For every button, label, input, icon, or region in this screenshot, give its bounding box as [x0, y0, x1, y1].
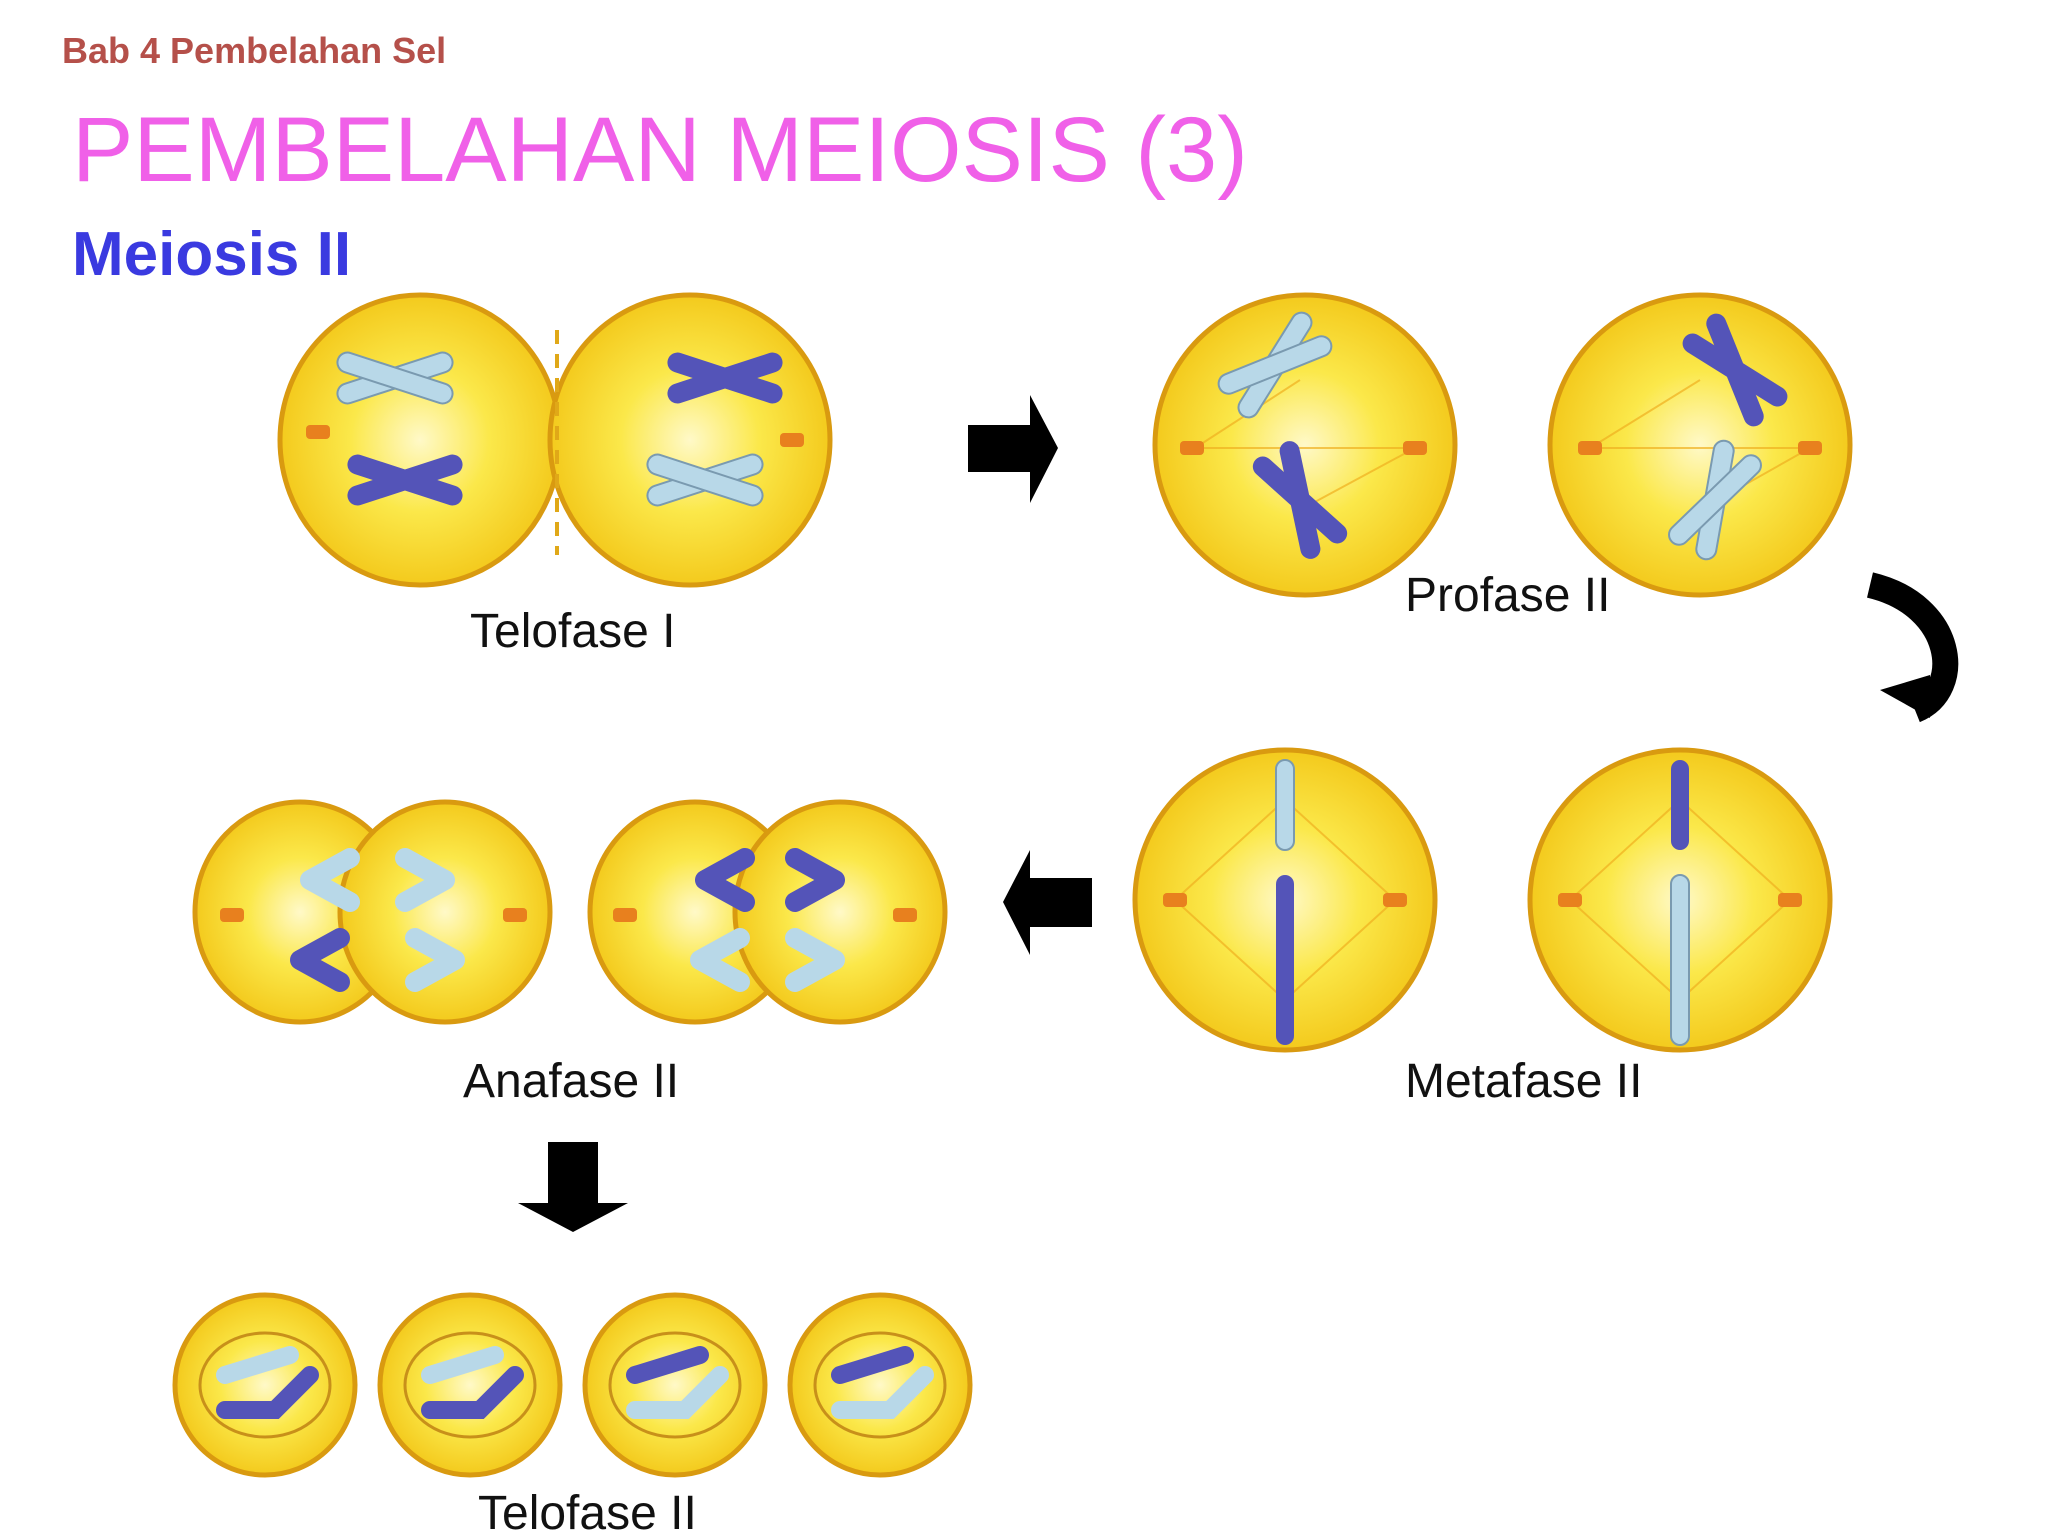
- stage-label-anafase-2: Anafase II: [463, 1058, 679, 1106]
- telofase-1-cell: [280, 295, 830, 585]
- arrow-right-icon: [968, 395, 1058, 503]
- stage-label-metafase-2: Metafase II: [1405, 1058, 1642, 1106]
- arrow-down-icon: [518, 1142, 628, 1232]
- stage-label-profase-2: Profase II: [1405, 572, 1610, 620]
- arrow-left-icon: [1003, 850, 1092, 955]
- metafase-2-cells: [1135, 750, 1830, 1050]
- profase-2-cells: [1155, 295, 1850, 595]
- stage-label-telofase-2: Telofase II: [478, 1490, 697, 1538]
- stage-label-telofase-1: Telofase I: [470, 608, 675, 656]
- anafase-2-cells: [195, 802, 945, 1022]
- telofase-2-cells: [175, 1295, 970, 1475]
- arrow-curve-down-icon: [1870, 585, 1945, 718]
